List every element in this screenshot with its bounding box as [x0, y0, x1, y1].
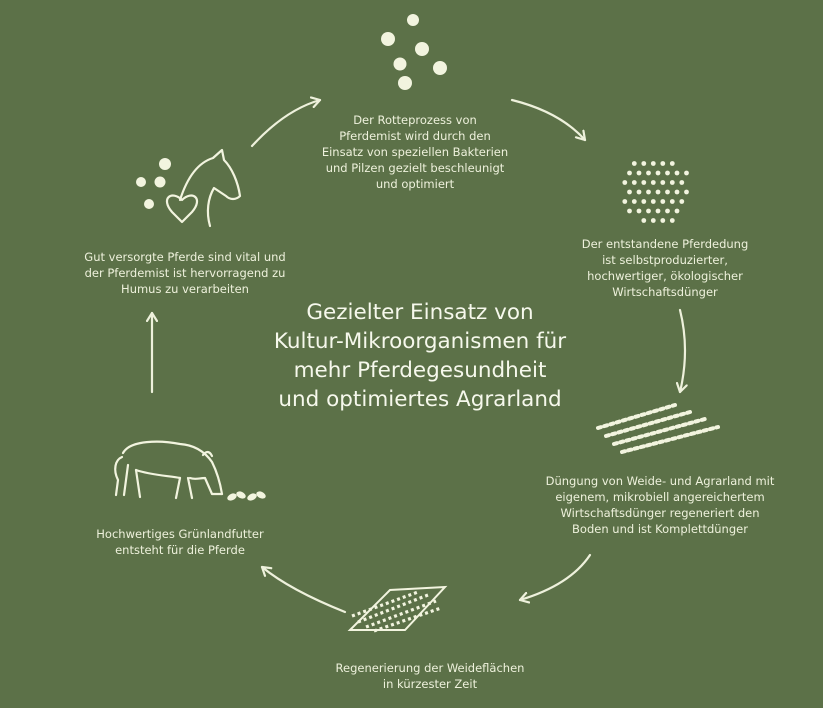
step-6-caption: Gut versorgte Pferde sind vital und der … [84, 250, 286, 296]
step-1-caption: Der Rotteprozess von Pferdemist wird dur… [321, 113, 509, 191]
dot [636, 170, 642, 176]
dot [650, 199, 656, 204]
dot [646, 189, 651, 195]
dot [669, 218, 675, 223]
dot [655, 189, 661, 195]
dot [655, 208, 661, 214]
grazing-horse-icon [114, 440, 224, 500]
arrow-5 [260, 565, 347, 614]
dot [669, 180, 675, 185]
dot [660, 218, 666, 223]
dotted-circle-icon [622, 161, 689, 223]
dot [627, 208, 632, 214]
dot [669, 161, 675, 166]
dot [622, 199, 628, 204]
bacteria-dots-icon [381, 14, 447, 90]
dot [674, 189, 680, 195]
dot [646, 208, 651, 214]
step-4-caption: Regenerierung der Weideflächen in kürzes… [335, 661, 525, 691]
step-2-caption: Der entstandene Pferdedung ist selbstpro… [581, 237, 749, 299]
dot [669, 199, 675, 204]
dot [655, 170, 661, 176]
dot [627, 170, 632, 176]
dot [631, 161, 637, 166]
dot [641, 218, 647, 223]
dot [622, 180, 628, 185]
dot [665, 208, 670, 214]
dot [674, 208, 680, 214]
dot [684, 170, 689, 176]
dot [641, 199, 647, 204]
dot [660, 199, 666, 204]
dot [660, 180, 666, 185]
dot [641, 180, 647, 185]
dot [679, 199, 685, 204]
arrow-4 [518, 553, 592, 600]
step-5-caption: Hochwertiges Grünlandfutter entsteht für… [96, 527, 264, 557]
arrow-3 [680, 308, 685, 394]
pasture-grid-icon [347, 585, 448, 633]
arrow-1 [250, 100, 322, 148]
dot [636, 189, 642, 195]
arrow-2 [510, 98, 587, 142]
dot [641, 161, 647, 166]
step-3-caption: Düngung von Weide- und Agrarland mit eig… [545, 474, 775, 536]
dot [674, 170, 680, 176]
dot [636, 208, 642, 214]
dot [650, 161, 656, 166]
dot [684, 189, 689, 195]
dot [646, 170, 651, 176]
dot [650, 180, 656, 185]
dot [660, 161, 666, 166]
center-title: Gezielter Einsatz von Kultur-Mikroorgani… [273, 300, 567, 412]
dot [627, 189, 632, 195]
dot [665, 170, 670, 176]
field-rows-icon [596, 403, 720, 454]
dot [679, 180, 685, 185]
dot [631, 180, 637, 185]
dot [650, 218, 656, 223]
horse-head-heart-icon [136, 148, 242, 228]
dot [631, 199, 637, 204]
sprout-icon [227, 491, 266, 501]
dot [665, 189, 670, 195]
